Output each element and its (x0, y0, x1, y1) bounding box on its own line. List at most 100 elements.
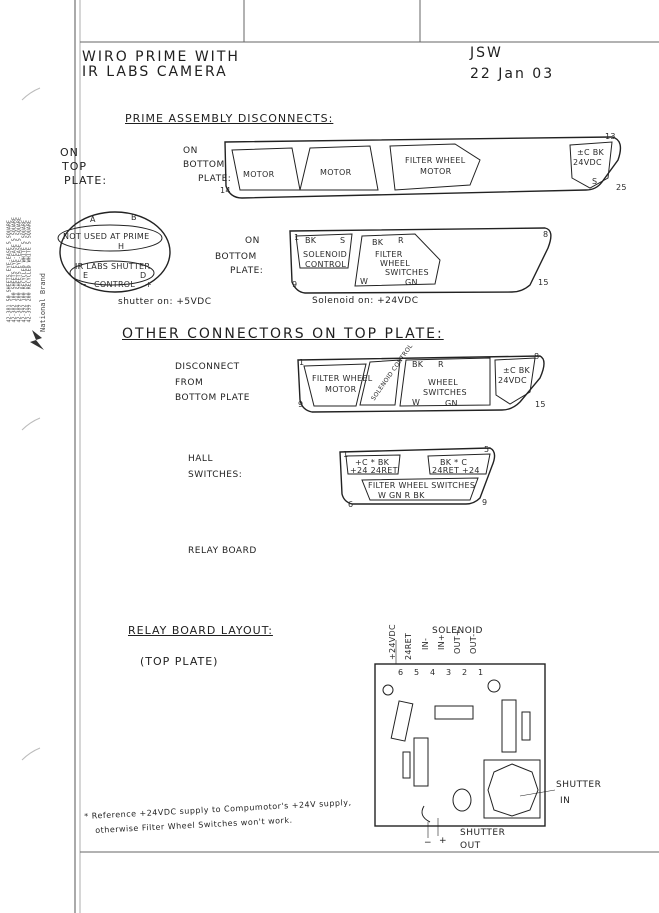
circ-minus: − (80, 280, 88, 289)
c15-r: R (398, 236, 404, 245)
motor2-group (299, 145, 379, 191)
hall-label-2: SWITCHES: (188, 470, 243, 480)
oc-switches: SWITCHES (423, 388, 467, 397)
circ-ir-shutter: IR LABS SHUTTER (75, 262, 151, 271)
col-out-plus: OUT+ (453, 629, 462, 654)
hole-punch (21, 87, 41, 101)
hall-pin6: 6 (348, 500, 354, 509)
circ-a: A (90, 215, 96, 224)
on-top-plate-1: ON (60, 146, 79, 159)
fw-motor-group (389, 143, 481, 191)
circ-not-used: NOT USED AT PRIME (63, 232, 150, 241)
oc-bk: BK (412, 360, 424, 369)
on-bottom-b1: ON (245, 236, 260, 246)
col-24vdc: +24VDC (388, 624, 397, 660)
oc-pin9: 9 (298, 400, 304, 409)
motor-label-2: MOTOR (320, 168, 352, 177)
relay-capacitor (452, 788, 472, 812)
hole-punch (21, 747, 41, 761)
hall-right-box (427, 453, 491, 475)
disconnect-1: DISCONNECT (175, 362, 240, 372)
c15-w: W (360, 277, 369, 286)
relay-pin-1: 1 (478, 668, 484, 677)
on-bottom-b2: BOTTOM (215, 252, 257, 262)
hall-right-2: 24RET +24 (432, 466, 480, 475)
circ-e: E (83, 271, 89, 280)
solenoid-note: Solenoid on: +24VDC (312, 296, 419, 306)
disconnect-3: BOTTOM PLATE (175, 393, 250, 403)
pwr-24vdc: 24VDC (573, 158, 602, 167)
oc-pwr-2: 24VDC (498, 376, 527, 385)
hall-right-1: BK * C (440, 458, 468, 467)
hall-label-1: HALL (188, 454, 213, 464)
circ-b: B (131, 213, 137, 222)
oc-pin1: 1 (299, 358, 305, 367)
shutter-control-group (69, 260, 155, 286)
connector-15pin-outline (289, 227, 552, 294)
relay-board-outline (374, 663, 546, 827)
circular-connector (59, 211, 171, 293)
fw-switches-group (354, 233, 441, 287)
relay-layout-heading: RELAY BOARD LAYOUT: (128, 624, 273, 637)
circ-control: CONTROL (94, 280, 136, 289)
fw-motor-label-1: FILTER WHEEL (405, 156, 466, 165)
shutter-out-plus: + (439, 836, 448, 846)
brand-text: National Brand (39, 272, 48, 333)
hall-row: W GN R BK (378, 491, 425, 500)
relay-pin-5: 5 (414, 668, 420, 677)
other-connectors-heading: OTHER CONNECTORS ON TOP PLATE: (122, 326, 444, 342)
shutter-out-pin (421, 805, 431, 823)
c15-pin9: 9 (292, 280, 298, 289)
c15-filter: FILTER (375, 250, 403, 259)
power-group (569, 141, 613, 189)
connector-25pin-outline (224, 136, 622, 199)
circ-d: D (140, 271, 147, 280)
shutter-out-2: OUT (460, 841, 481, 851)
pin-25: 25 (616, 183, 627, 192)
col-in-minus: IN- (421, 637, 430, 650)
pwr-s: S (592, 177, 598, 186)
date: 22 Jan 03 (470, 66, 555, 82)
relay-board-label: RELAY BOARD (188, 546, 257, 556)
c15-wheel: WHEEL (380, 259, 410, 268)
pwr-pins: ±C BK (577, 148, 605, 157)
c15-bk: BK (305, 236, 317, 245)
relay-pin-2: 2 (462, 668, 468, 677)
shutter-in-2: IN (560, 796, 571, 806)
other-connector-outline (297, 355, 545, 413)
oc-wheel: WHEEL (428, 378, 458, 387)
not-used-group (57, 224, 163, 252)
national-brand-logo (30, 330, 44, 350)
disconnect-2: FROM (175, 378, 204, 388)
on-bottom-b3: PLATE: (230, 266, 264, 276)
pin-14: 14 (220, 186, 231, 195)
hall-pin9: 9 (482, 498, 488, 507)
oc-pwr-1: ±C BK (503, 366, 531, 375)
resistor (390, 700, 414, 742)
circ-plus: + (145, 280, 153, 289)
shutter-connector-frame (483, 759, 541, 819)
on-bottom-plate-3: PLATE: (198, 174, 232, 184)
author: JSW (470, 45, 503, 61)
hall-fw-box (361, 477, 479, 501)
on-bottom-plate-2: BOTTOM (183, 160, 225, 170)
hole-punch (21, 417, 41, 431)
on-top-plate-2: TOP (62, 160, 88, 173)
hall-left-box (345, 454, 401, 475)
c15-bk2: BK (372, 238, 384, 247)
c15-pin8: 8 (543, 230, 549, 239)
shutter-out-minus: − (424, 838, 433, 848)
on-bottom-plate-1: ON (183, 146, 198, 156)
shutter-in-connector (487, 763, 539, 817)
c15-pin1: 1 (294, 233, 300, 242)
hall-fw: FILTER WHEEL SWITCHES (368, 481, 476, 490)
diode (521, 711, 531, 741)
ic-chip (413, 737, 429, 787)
relay-component (501, 699, 517, 753)
other-fw-motor-group (303, 363, 367, 407)
c15-s: S (340, 236, 346, 245)
relay-pin-4: 4 (430, 668, 436, 677)
oc-r: R (438, 360, 444, 369)
paper-product-info: 42-381 50 SHEETS EYE-EASE 5 SQUARE 42-38… (6, 217, 33, 323)
